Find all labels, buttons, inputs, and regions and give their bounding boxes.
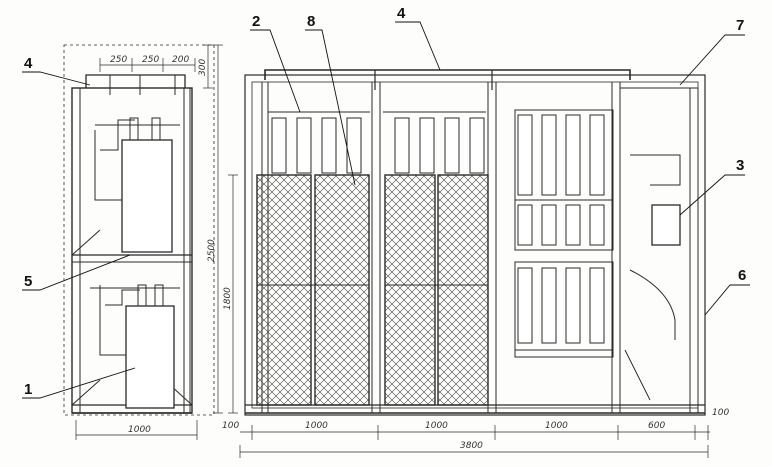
side-dimensions [75, 44, 223, 440]
bay-4 [624, 154, 681, 401]
dim-1000-left: 1000 [128, 425, 151, 435]
side-lower-tank [125, 305, 175, 409]
dim-250-b: 250 [142, 55, 159, 65]
dim-2500: 2500 [207, 239, 217, 262]
bay-2 [383, 111, 489, 406]
mesh-panel-1b [314, 174, 370, 406]
callout-8: 8 [307, 13, 315, 30]
callout-5: 5 [24, 273, 32, 290]
dim-3800: 3800 [460, 441, 483, 451]
bay-2-capacitors [383, 111, 486, 174]
dim-300: 300 [198, 59, 208, 76]
side-view [63, 44, 215, 416]
mesh-panel-2b [437, 174, 489, 406]
dim-1800: 1800 [223, 287, 233, 310]
callout-7: 7 [736, 17, 744, 34]
dim-100-right: 100 [712, 408, 729, 418]
dim-1000-bay2: 1000 [425, 421, 448, 431]
front-dimensions [228, 174, 710, 458]
front-view [244, 69, 706, 416]
dim-600: 600 [648, 421, 665, 431]
callout-4-top: 4 [397, 5, 406, 22]
callout-1: 1 [24, 381, 32, 398]
callout-4-left: 4 [24, 55, 33, 72]
dim-100-left: 100 [222, 421, 239, 431]
callout-3: 3 [736, 157, 744, 174]
side-upper-tank [121, 139, 173, 253]
mesh-panel-2a [384, 174, 436, 406]
bay-3 [514, 109, 614, 358]
bay-1 [256, 111, 370, 406]
callout-leaders [22, 21, 750, 399]
dim-200: 200 [172, 55, 189, 65]
dim-1000-bay3: 1000 [545, 421, 568, 431]
callout-2: 2 [252, 13, 260, 30]
equipment-3 [651, 204, 681, 246]
dim-1000-bay1: 1000 [305, 421, 328, 431]
bay-1-capacitors [268, 111, 370, 174]
mesh-panel-1a [256, 174, 312, 406]
dim-250-a: 250 [110, 55, 127, 65]
callout-6: 6 [738, 267, 746, 284]
